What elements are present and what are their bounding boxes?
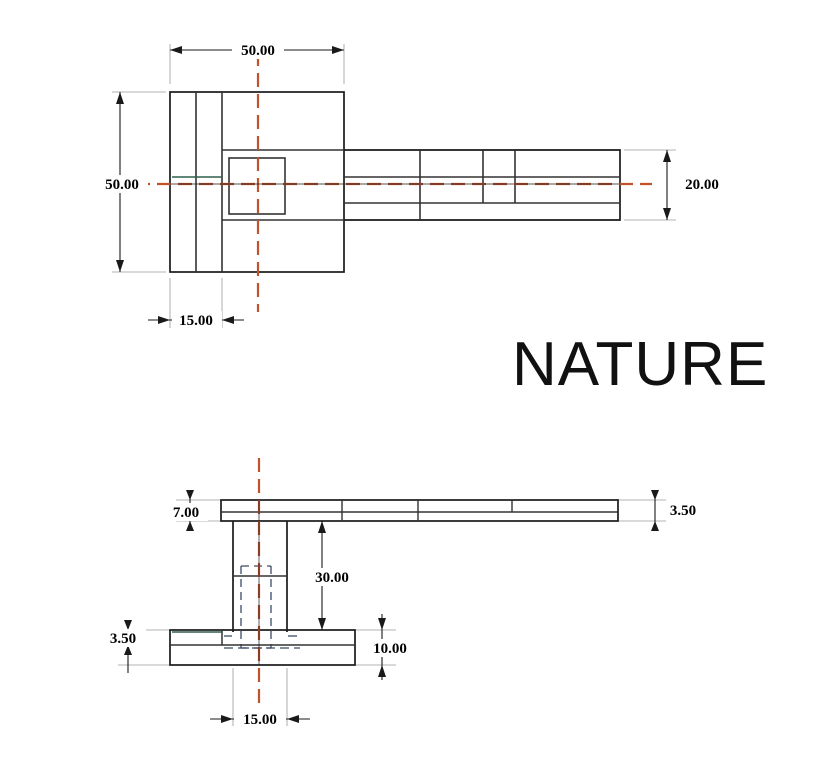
- brand-title-text: NATURE: [512, 330, 768, 399]
- dimension-label-base-10: 10.00: [373, 641, 407, 657]
- dimension-flange-15: 15.00: [148, 311, 244, 329]
- dimension-plate-7: 7.00: [164, 490, 208, 531]
- front-view-hidden-detail-lines: [224, 635, 300, 649]
- dimension-label-width-50: 50.00: [241, 43, 275, 59]
- dimension-label-plate-7: 7.00: [173, 505, 199, 521]
- dimension-base-350-left: 3.50: [100, 620, 146, 673]
- dimension-height-50: 50.00: [96, 92, 148, 272]
- front-view: 7.00 3.50 30.00: [100, 458, 706, 728]
- top-view-centerlines: [136, 52, 652, 312]
- dimension-stem-15: 15.00: [210, 710, 310, 728]
- dimension-arm-height-20: 20.00: [663, 150, 728, 220]
- front-view-top-bar-inner-lines: [221, 500, 618, 521]
- front-view-hidden-lines: [240, 565, 272, 649]
- top-view-arm-inner-lines: [344, 150, 620, 220]
- dimension-label-stem-30: 30.00: [315, 570, 349, 586]
- dimension-width-50: 50.00: [170, 41, 344, 59]
- dimension-label-height-50: 50.00: [105, 177, 139, 193]
- dimension-base-10: 10.00: [362, 614, 418, 680]
- top-view-internal-ribs: [195, 92, 223, 272]
- top-view-extension-lines: [112, 44, 676, 328]
- front-view-top-bar: [220, 499, 619, 522]
- dimension-label-arm-20: 20.00: [685, 177, 719, 193]
- front-view-extension-lines: [118, 499, 666, 726]
- brand-title: NATURE: [512, 330, 768, 399]
- top-view-arm-projection-lines: [222, 149, 344, 221]
- front-view-base-plate: [169, 629, 356, 666]
- dimension-stem-30: 30.00: [304, 521, 360, 630]
- dimension-label-stem-15: 15.00: [243, 712, 277, 728]
- dimension-label-base-350-left: 3.50: [110, 631, 136, 647]
- dimension-label-flange-15: 15.00: [179, 313, 213, 329]
- dimension-bar-350-right: 3.50: [651, 490, 706, 531]
- top-view: 50.00 50.00 20.00: [96, 41, 728, 329]
- dimension-label-bar-350-right: 3.50: [670, 503, 696, 519]
